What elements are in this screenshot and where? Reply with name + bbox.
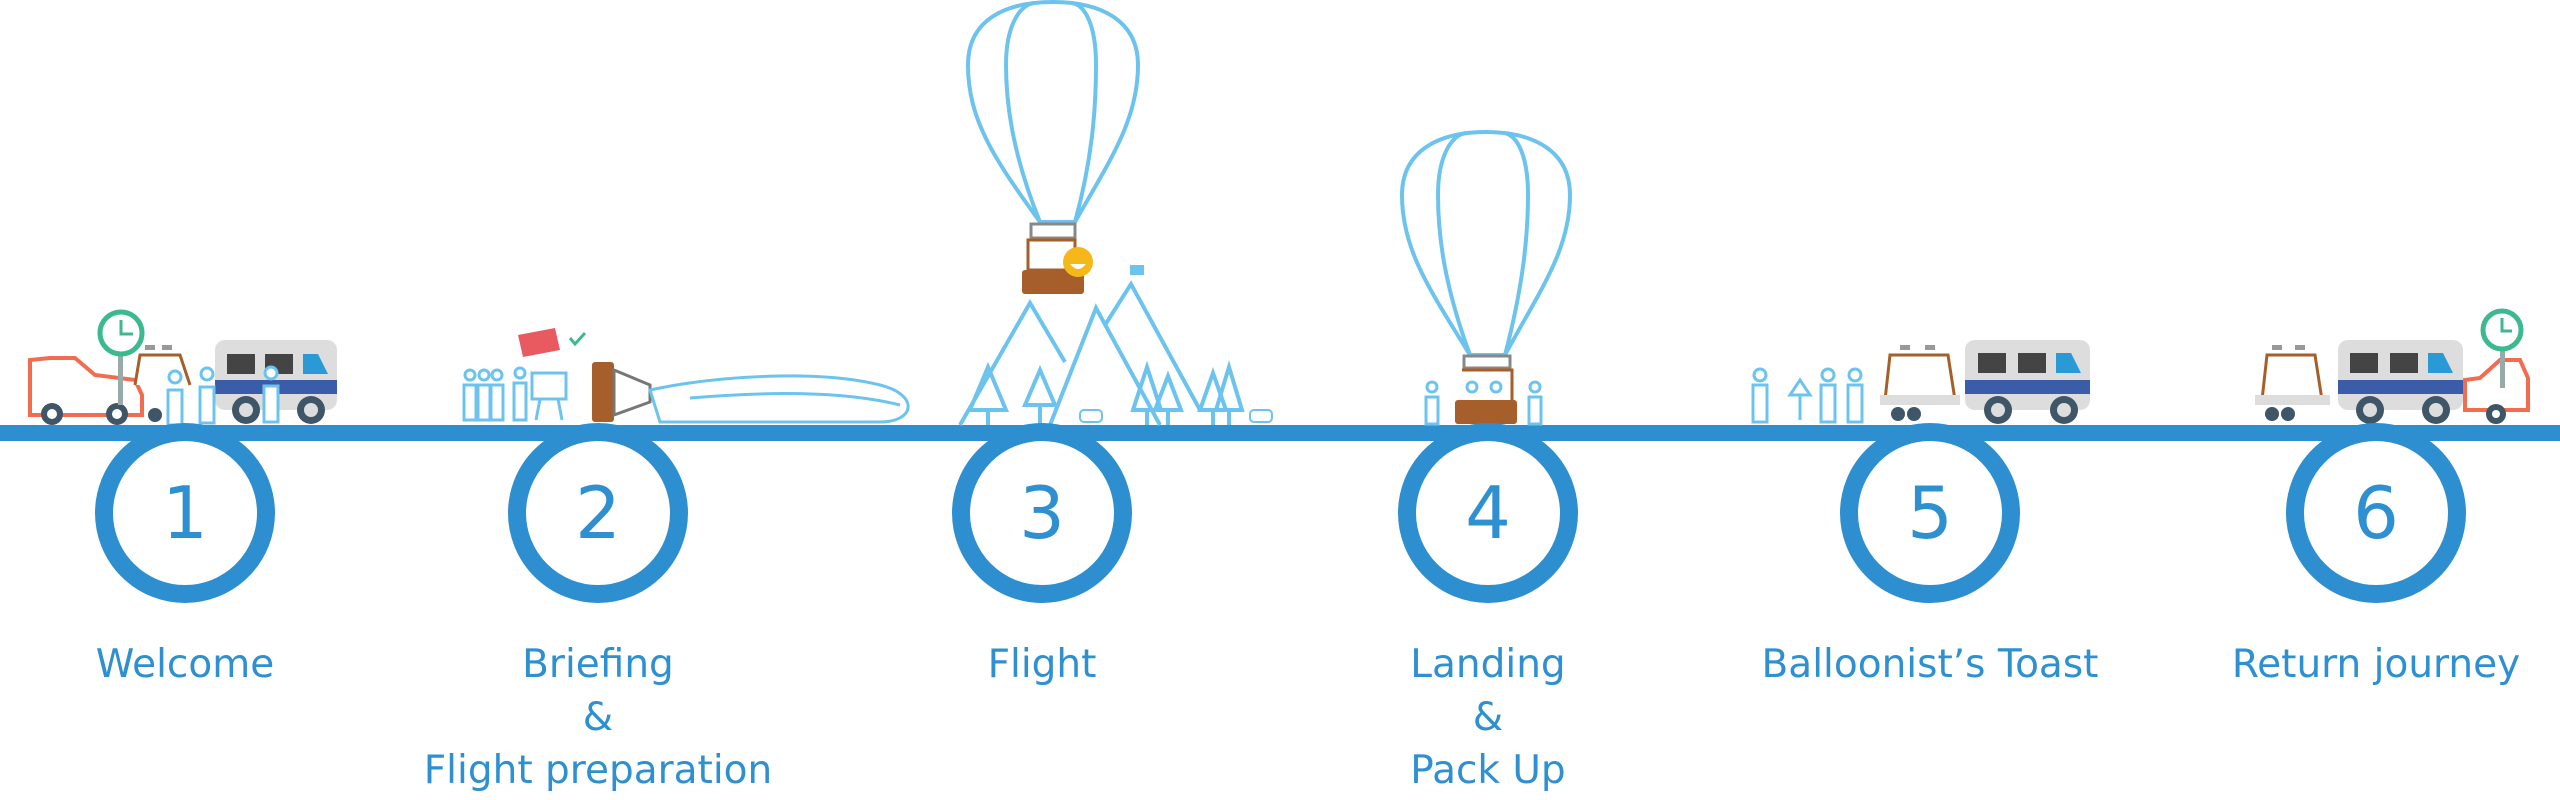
smiley-icon: [1063, 247, 1093, 277]
step-2-number-circle: 2: [508, 423, 688, 603]
people-toast-icon: [1751, 367, 1864, 424]
timeline-line: [0, 425, 2560, 441]
taxi-trailer-icon: [1880, 345, 1960, 421]
step-label-line: Pack Up: [1410, 748, 1566, 793]
deflated-balloon-icon: [648, 374, 910, 424]
step-label-flight: Flight: [832, 638, 1252, 691]
step-label-line: Flight preparation: [423, 748, 773, 793]
step-label-line: &: [582, 695, 614, 740]
step-label-briefing: Briefing & Flight preparation: [388, 638, 808, 797]
clock-icon: [2480, 308, 2524, 388]
van-icon: [1965, 340, 2090, 424]
step-label-line: Return journey: [2231, 642, 2521, 687]
cow-icon: [1079, 409, 1273, 423]
basket-icon: [1022, 270, 1084, 294]
step-label-line: Flight: [987, 642, 1097, 687]
step-label-toast: Balloonist’s Toast: [1720, 638, 2140, 691]
step-label-line: Briefing: [522, 642, 674, 687]
van-icon: [2338, 340, 2463, 424]
step-3-number-circle: 3: [952, 423, 1132, 603]
check-icon: [568, 331, 587, 347]
step-label-line: &: [1472, 695, 1504, 740]
taxi-trailer-icon: [2255, 345, 2330, 421]
step-5-number-circle: 5: [1840, 423, 2020, 603]
people-group-icon: [462, 366, 568, 422]
step-label-landing: Landing & Pack Up: [1278, 638, 1698, 797]
step-4-number-circle: 4: [1398, 423, 1578, 603]
step-label-welcome: Welcome: [0, 638, 395, 691]
step-label-line: Balloonist’s Toast: [1761, 642, 2099, 687]
hot-air-balloon-icon: [1399, 129, 1573, 357]
car-icon: [28, 356, 144, 417]
briefing-scene: [462, 328, 910, 424]
clock-icon: [97, 309, 145, 405]
ticket-icon: [518, 328, 560, 357]
trees-icon: [966, 360, 1245, 425]
flag-icon: [1130, 265, 1144, 275]
step-6-number-circle: 6: [2286, 423, 2466, 603]
step-label-return-journey: Return journey: [2166, 638, 2560, 691]
basket-icon: [1455, 400, 1517, 424]
basket-on-side-icon: [592, 362, 652, 422]
toast-scene: [1751, 340, 2090, 424]
return-scene: [2255, 308, 2530, 424]
step-label-line: Landing: [1410, 642, 1566, 687]
step-label-line: Welcome: [95, 642, 275, 687]
flight-scene: [958, 0, 1273, 426]
hot-air-balloon-icon: [965, 0, 1141, 224]
mountains-icon: [958, 280, 1202, 426]
people-icon: [1424, 380, 1543, 426]
step-1-number-circle: 1: [95, 423, 275, 603]
car-icon: [2463, 358, 2530, 424]
people-icon: [166, 365, 280, 427]
landing-scene: [1399, 129, 1573, 426]
welcome-scene: [28, 309, 337, 427]
